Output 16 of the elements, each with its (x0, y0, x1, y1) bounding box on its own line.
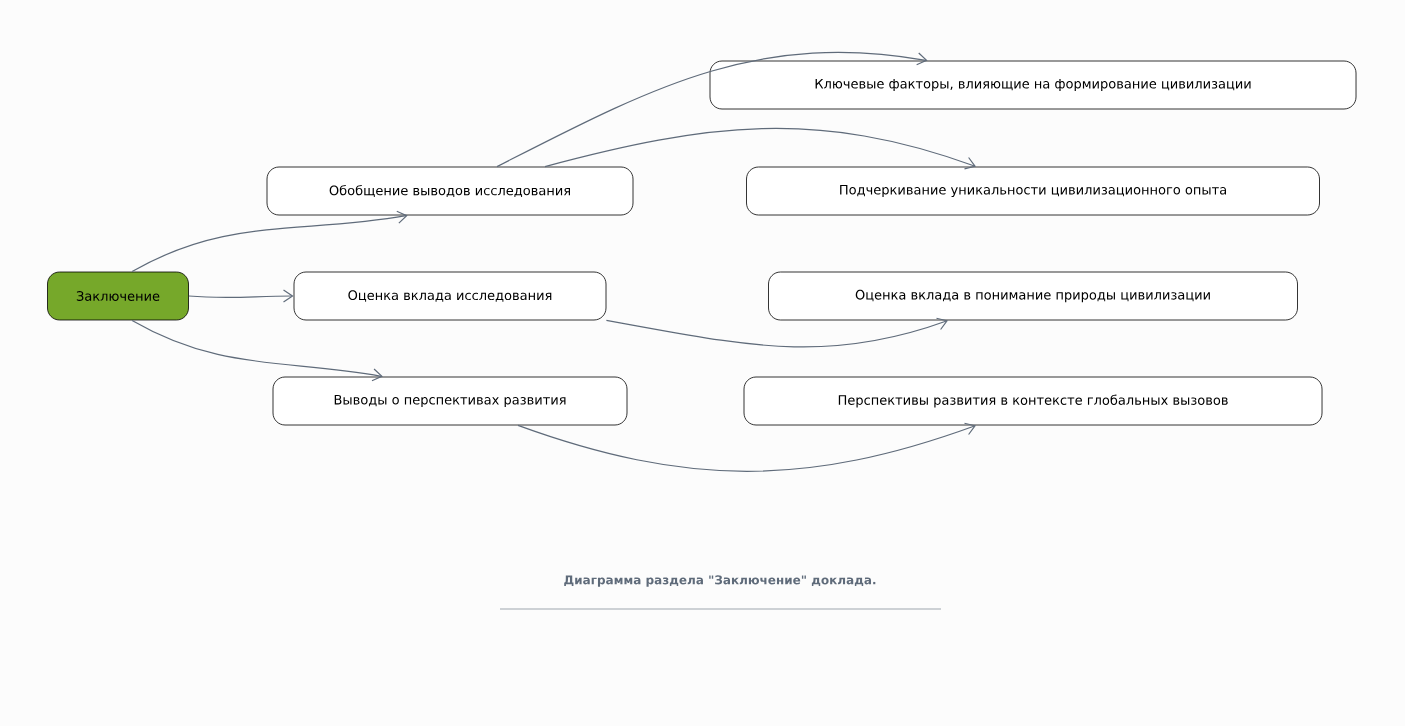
topic-box: Обобщение выводов исследования (266, 166, 634, 216)
topic-box: Подчеркивание уникальности цивилизационного опыта (746, 166, 1320, 216)
arrow (188, 289, 294, 303)
arrow (496, 51, 928, 168)
topic-box: Оценка вклада в понимание природы цивилизации (768, 271, 1298, 321)
topic-box: Перспективы развития в контексте глобальных вызовов (743, 376, 1323, 426)
arrow (544, 128, 976, 170)
topic-box: Оценка вклада исследования (293, 271, 607, 321)
topic-box: Ключевые факторы, влияющие на формирование цивилизации (709, 60, 1357, 110)
arrow (605, 317, 948, 348)
arrow (131, 210, 408, 273)
arrow (517, 422, 976, 472)
caption: Диаграмма раздела "Заключение" доклада. (564, 575, 876, 587)
topic-box: Выводы о перспективах развития (272, 376, 628, 426)
arrow (131, 319, 383, 382)
root-box: Заключение (47, 271, 189, 321)
